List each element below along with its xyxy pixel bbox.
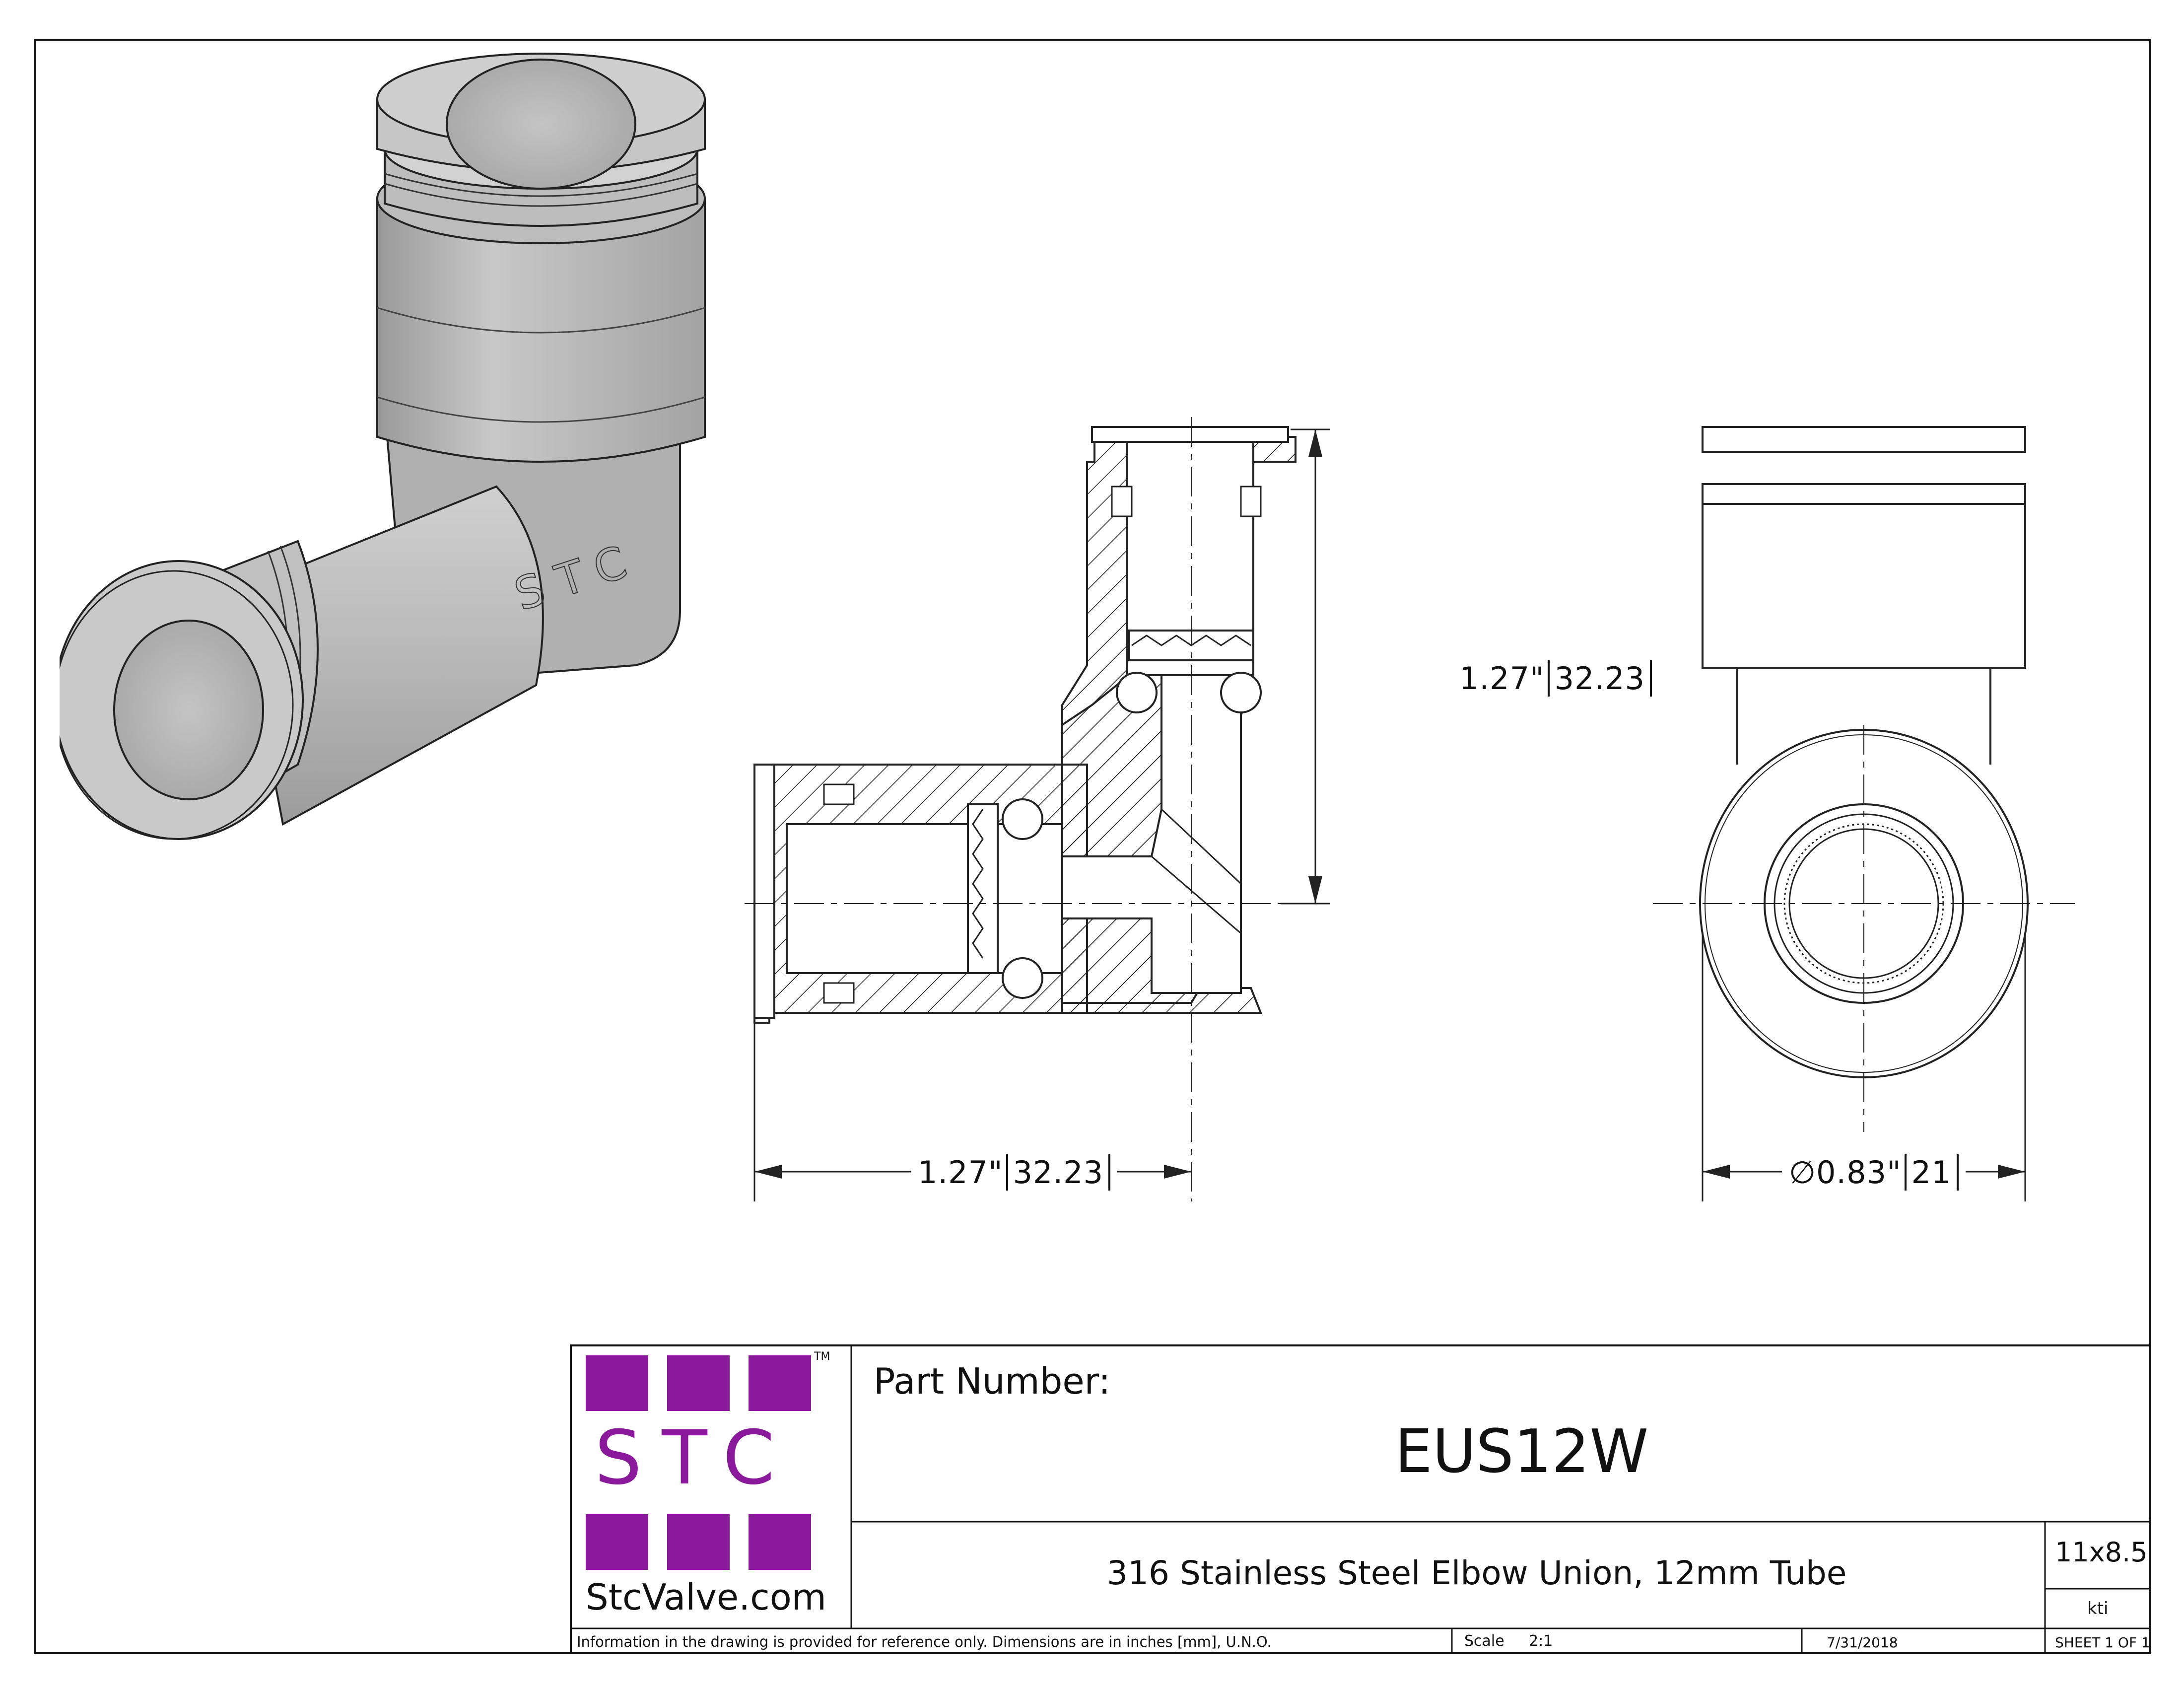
isometric-view: STC: [60, 53, 706, 840]
dimension-height-mm: 32.23: [1547, 660, 1652, 697]
dimension-height-inches: 1.27": [1459, 660, 1545, 697]
scale-label: Scale: [1464, 1632, 1504, 1650]
dimension-width: 1.27"32.23: [911, 1154, 1118, 1191]
part-number-label: Part Number:: [874, 1360, 1111, 1402]
website-label: StcValve.com: [586, 1576, 826, 1618]
logo-letters: STC: [595, 1415, 795, 1501]
dimension-diameter-inches: 0.83": [1816, 1154, 1902, 1191]
stc-logo: TM STC StcValve.com: [576, 1350, 849, 1626]
dimension-height: 1.27"32.23: [1459, 660, 1652, 697]
dimension-width-inches: 1.27": [918, 1154, 1003, 1191]
trademark-mark: TM: [814, 1350, 830, 1363]
disclaimer-text: Information in the drawing is provided f…: [577, 1633, 1272, 1650]
diameter-symbol: ∅: [1789, 1154, 1817, 1191]
logo-square: [586, 1514, 648, 1570]
logo-square: [667, 1355, 730, 1411]
dimension-diameter-mm: 21: [1904, 1154, 1959, 1191]
logo-square: [586, 1355, 648, 1411]
section-view: [745, 417, 1330, 1201]
logo-square: [749, 1355, 811, 1411]
logo-square: [667, 1514, 730, 1570]
drawing-date: 7/31/2018: [1827, 1634, 1898, 1651]
part-description: 316 Stainless Steel Elbow Union, 12mm Tu…: [1107, 1554, 1847, 1592]
part-number: EUS12W: [1395, 1417, 1649, 1486]
end-view: [1653, 426, 2075, 1201]
scale-value: 2:1: [1529, 1632, 1553, 1650]
dimension-width-mm: 32.23: [1006, 1154, 1111, 1191]
sheet-number: SHEET 1 OF 1: [2055, 1634, 2150, 1651]
sheet-size: 11x8.5: [2055, 1537, 2148, 1568]
logo-square: [749, 1514, 811, 1570]
author-initials: kti: [2087, 1599, 2109, 1618]
dimension-diameter: ∅0.83"21: [1782, 1154, 1966, 1191]
